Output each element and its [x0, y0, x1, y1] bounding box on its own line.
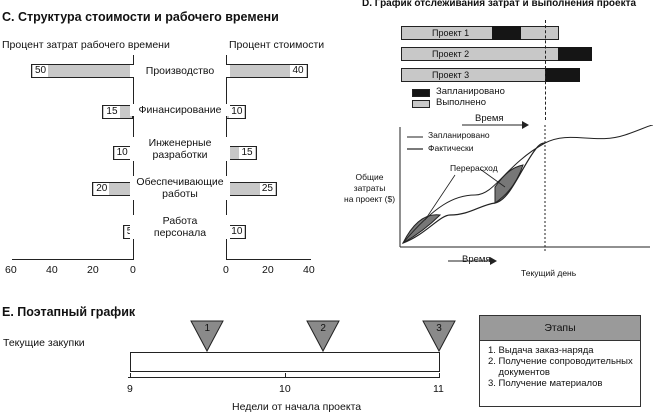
cost-value: 10: [229, 226, 245, 238]
labor-value: 15: [104, 106, 120, 118]
section-c-title: C. Структура стоимости и рабочего времен…: [2, 10, 279, 24]
right-tick-20: 20: [262, 264, 274, 276]
cost-bar: 15: [226, 146, 257, 160]
labor-value: 10: [114, 147, 130, 159]
stages-box: Этапы 1. Выдача заказ-наряда 2. Получени…: [479, 315, 641, 407]
time-arrow-bottom: [448, 257, 497, 265]
stage-item-1: 1. Выдача заказ-наряда: [488, 345, 594, 356]
time-arrow-top: [462, 121, 529, 129]
cost-bar: 40: [226, 64, 308, 78]
milestone-number: 1: [204, 323, 211, 334]
actual-curve: [402, 142, 546, 244]
time-label-top: Время: [475, 113, 504, 124]
axis-tick-11: 11: [433, 383, 444, 395]
category-label: Работа персонала: [130, 215, 230, 239]
cost-value: 25: [259, 183, 275, 195]
overrun-pointer-1: [424, 174, 456, 221]
project-divider: [545, 20, 547, 120]
left-tick-20: 20: [87, 264, 99, 276]
axis-label: Недели от начала проекта: [232, 401, 362, 413]
right-tick-40: 40: [303, 264, 315, 276]
y-axis-label: Общие затраты на проект ($): [344, 172, 396, 204]
right-baseline: [226, 259, 311, 260]
milestone-triangle: [306, 320, 340, 353]
curve-legend-planned: Запланировано: [428, 130, 490, 140]
planned-segment: [558, 47, 592, 61]
curve-legend-actual: Фактически: [428, 143, 474, 153]
section-e-title: E. Поэтапный график: [2, 305, 136, 319]
category-label: Инженерные разработки: [130, 137, 230, 161]
left-tick-40: 40: [46, 264, 58, 276]
cost-curve-chart: [399, 125, 654, 253]
labor-value: 20: [94, 183, 110, 195]
time-label-bottom: Время: [462, 254, 491, 265]
overrun-label: Перерасход: [450, 163, 498, 173]
stage-item-2: 2. Получение сопроводительных документов: [488, 356, 633, 378]
legend-done-label: Выполнено: [436, 97, 486, 108]
stage-item-3: 3. Получение материалов: [488, 378, 603, 389]
left-baseline: [12, 259, 134, 260]
planned-segment: [545, 68, 580, 82]
category-label: Обеспечивающие работы: [130, 176, 230, 200]
legend-done-swatch: [412, 100, 430, 108]
tick-mark-9: [130, 373, 131, 378]
milestone-triangle: [190, 320, 225, 353]
cost-bar: 25: [226, 182, 277, 196]
current-day-label: Текущий день: [521, 268, 577, 278]
milestone-number: 3: [436, 323, 442, 334]
row-label: Текущие закупки: [3, 337, 85, 349]
overrun-area-1: [401, 214, 442, 245]
axis-tick-10: 10: [279, 383, 291, 395]
legend-planned-swatch: [412, 89, 430, 97]
cost-value: 15: [239, 147, 255, 159]
labor-bar: 20: [92, 182, 133, 196]
overrun-pointer-2: [479, 168, 506, 188]
labor-bar: 50: [31, 64, 133, 78]
procurement-bar: [130, 352, 440, 372]
tick-mark-11: [439, 373, 440, 378]
section-d-title: D. График отслеживания затрат и выполнен…: [362, 0, 637, 9]
project-bar: Проект 2: [401, 47, 559, 61]
labor-value: 5: [124, 226, 135, 238]
project-bar: Проект 3: [401, 68, 559, 82]
axis-tick-9: 9: [127, 383, 133, 395]
right-header: Процент стоимости: [229, 39, 325, 51]
cost-value: 10: [229, 106, 245, 118]
left-header: Процент затрат рабочего времени: [2, 39, 170, 51]
project-bar: Проект 1: [401, 26, 559, 40]
labor-value: 50: [33, 65, 49, 77]
right-tick-0: 0: [223, 264, 229, 276]
cost-bar: 10: [226, 225, 247, 239]
tick-mark-10: [285, 373, 286, 378]
category-label: Производство: [130, 65, 230, 77]
milestone-triangle: [422, 320, 456, 353]
left-tick-0: 0: [130, 264, 136, 276]
stages-title: Этапы: [480, 316, 640, 341]
planned-segment: [492, 26, 521, 40]
category-label: Финансирование: [130, 104, 230, 116]
cost-value: 40: [290, 65, 306, 77]
legend-planned-label: Запланировано: [436, 86, 505, 97]
left-tick-60: 60: [5, 264, 17, 276]
milestone-number: 2: [320, 323, 326, 334]
labor-bar: 15: [102, 105, 133, 119]
time-axis-line: [128, 377, 440, 378]
